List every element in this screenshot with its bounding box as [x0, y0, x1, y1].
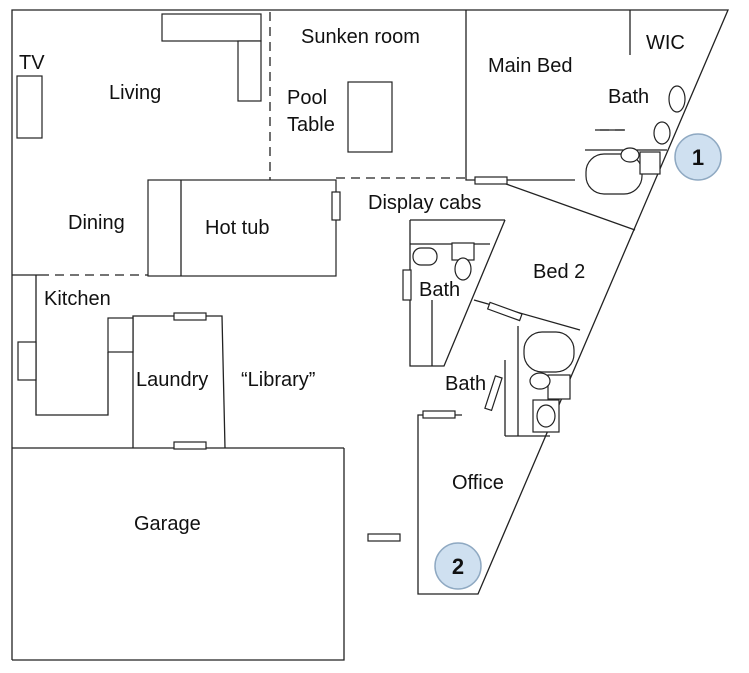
room-label-bath-mid: Bath: [419, 279, 460, 301]
room-label-laundry: Laundry: [136, 369, 208, 391]
room-label-wic: WIC: [646, 32, 685, 54]
room-label-pool-table-line1: Pool: [287, 87, 327, 109]
room-label-pool-table-line2: Table: [287, 114, 335, 136]
room-label-office: Office: [452, 472, 504, 494]
interior-walls: [12, 10, 686, 449]
doors: [173, 176, 523, 542]
room-label-sunken: Sunken room: [301, 26, 420, 48]
room-label-library: “Library”: [241, 369, 315, 391]
room-label-display-cabs: Display cabs: [368, 192, 481, 214]
room-label-bath-lower: Bath: [445, 373, 486, 395]
open-boundaries: [40, 12, 630, 276]
marker-1-label: 1: [692, 145, 704, 170]
room-label-garage: Garage: [134, 513, 201, 535]
marker-1: 1: [674, 133, 722, 181]
marker-2: 2: [434, 542, 482, 590]
room-label-dining: Dining: [68, 212, 125, 234]
room-label-bath-main: Bath: [608, 86, 649, 108]
room-label-main-bed: Main Bed: [488, 55, 573, 77]
room-label-tv: TV: [19, 52, 45, 74]
room-label-bed-2: Bed 2: [533, 261, 585, 283]
marker-2-label: 2: [452, 554, 464, 579]
room-label-living: Living: [109, 82, 161, 104]
room-label-hot-tub: Hot tub: [205, 217, 269, 239]
outer-walls: [11, 9, 729, 661]
room-label-kitchen: Kitchen: [44, 288, 111, 310]
